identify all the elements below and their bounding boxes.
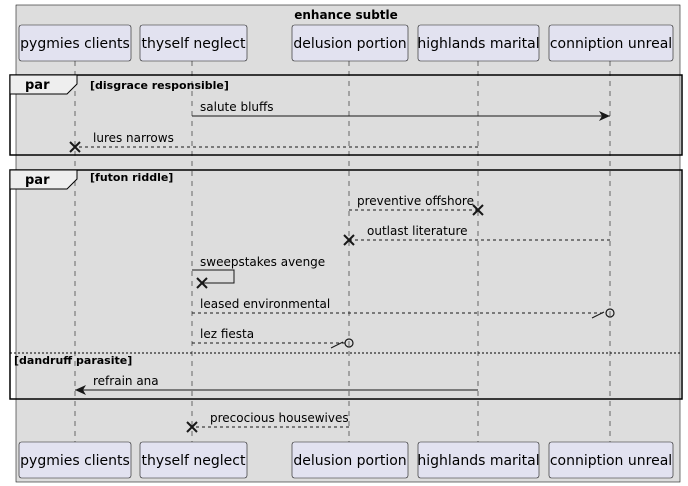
participant-label: conniption unreal xyxy=(550,36,672,52)
message-1: salute bluffs xyxy=(192,100,610,121)
participant-bottom-p1: pygmies clients xyxy=(18,441,132,479)
participant-top-p2: thyself neglect xyxy=(139,24,248,62)
fragment-keyword: par xyxy=(25,173,50,188)
message-label: refrain ana xyxy=(93,374,159,388)
message-5: sweepstakes avenge xyxy=(192,255,325,289)
participant-box xyxy=(139,24,248,62)
message-label: leased environmental xyxy=(200,297,330,311)
messages: salute bluffs lures narrows preventive off… xyxy=(69,100,615,433)
fragment-frame xyxy=(9,74,683,156)
fragment-guard: [futon riddle] xyxy=(90,171,173,184)
message-label: precocious housewives xyxy=(210,411,349,425)
message-line xyxy=(192,269,235,284)
participant-box xyxy=(291,24,409,62)
participant-top-p5: conniption unreal xyxy=(548,24,674,62)
fragment-else-guard: [dandruff parasite] xyxy=(14,354,132,367)
message-label: preventive offshore xyxy=(357,194,474,208)
participant-bottom-p2: thyself neglect xyxy=(139,441,248,479)
message-slash xyxy=(591,311,605,319)
participant-label: highlands marital xyxy=(417,36,539,52)
message-9: precocious housewives xyxy=(186,411,349,433)
participant-label: thyself neglect xyxy=(142,36,246,52)
participant-label: conniption unreal xyxy=(550,453,672,469)
participant-top-p3: delusion portion xyxy=(291,24,409,62)
diagram-box xyxy=(15,4,681,483)
participant-top-p4: highlands marital xyxy=(417,24,540,62)
participant-label: delusion portion xyxy=(293,36,406,52)
fragment-tab xyxy=(9,74,78,95)
participant-label: delusion portion xyxy=(293,453,406,469)
message-label: salute bluffs xyxy=(200,100,274,114)
message-cross-head xyxy=(196,277,208,289)
fragment-tab xyxy=(9,169,78,190)
participant-box xyxy=(18,441,132,479)
participant-box xyxy=(139,441,248,479)
diagram-title: enhance subtle xyxy=(294,8,398,22)
message-label: outlast literature xyxy=(367,224,468,238)
participant-label: pygmies clients xyxy=(20,453,130,469)
participant-top-p1: pygmies clients xyxy=(18,24,132,62)
participant-bottom-p3: delusion portion xyxy=(291,441,409,479)
participant-bottom-p4: highlands marital xyxy=(417,441,540,479)
message-circle-head xyxy=(344,338,354,348)
participant-box xyxy=(18,24,132,62)
message-cross-head xyxy=(186,421,198,433)
participant-label: pygmies clients xyxy=(20,36,130,52)
participant-box xyxy=(291,441,409,479)
fragment-par-1: par [disgrace responsible] xyxy=(9,74,683,156)
message-2: lures narrows xyxy=(69,131,478,153)
message-label: lez fiesta xyxy=(200,327,254,341)
fragment-keyword: par xyxy=(25,78,50,93)
participant-bottom-p5: conniption unreal xyxy=(548,441,674,479)
participant-label: thyself neglect xyxy=(142,453,246,469)
message-6: leased environmental xyxy=(192,297,615,319)
message-circle-head xyxy=(605,308,615,318)
message-4: outlast literature xyxy=(343,224,610,246)
participant-box xyxy=(417,24,540,62)
participant-box xyxy=(417,441,540,479)
fragment-par-2: par [futon riddle] [dandruff parasite] xyxy=(9,169,683,400)
message-cross-head xyxy=(472,204,484,216)
fragment-guard: [disgrace responsible] xyxy=(90,79,229,92)
message-slash xyxy=(330,341,344,349)
message-3: preventive offshore xyxy=(349,194,484,216)
message-label: lures narrows xyxy=(93,131,174,145)
lifelines xyxy=(74,61,611,442)
message-label: sweepstakes avenge xyxy=(200,255,325,269)
fragment-frame xyxy=(9,169,683,400)
message-7: lez fiesta xyxy=(192,327,354,349)
participant-box xyxy=(548,441,674,479)
participants: pygmies clients pygmies clients thyself ne… xyxy=(18,24,674,479)
participant-box xyxy=(548,24,674,62)
participant-label: highlands marital xyxy=(417,453,539,469)
message-8: refrain ana xyxy=(75,374,478,395)
message-cross-head xyxy=(69,141,81,153)
message-cross-head xyxy=(343,234,355,246)
